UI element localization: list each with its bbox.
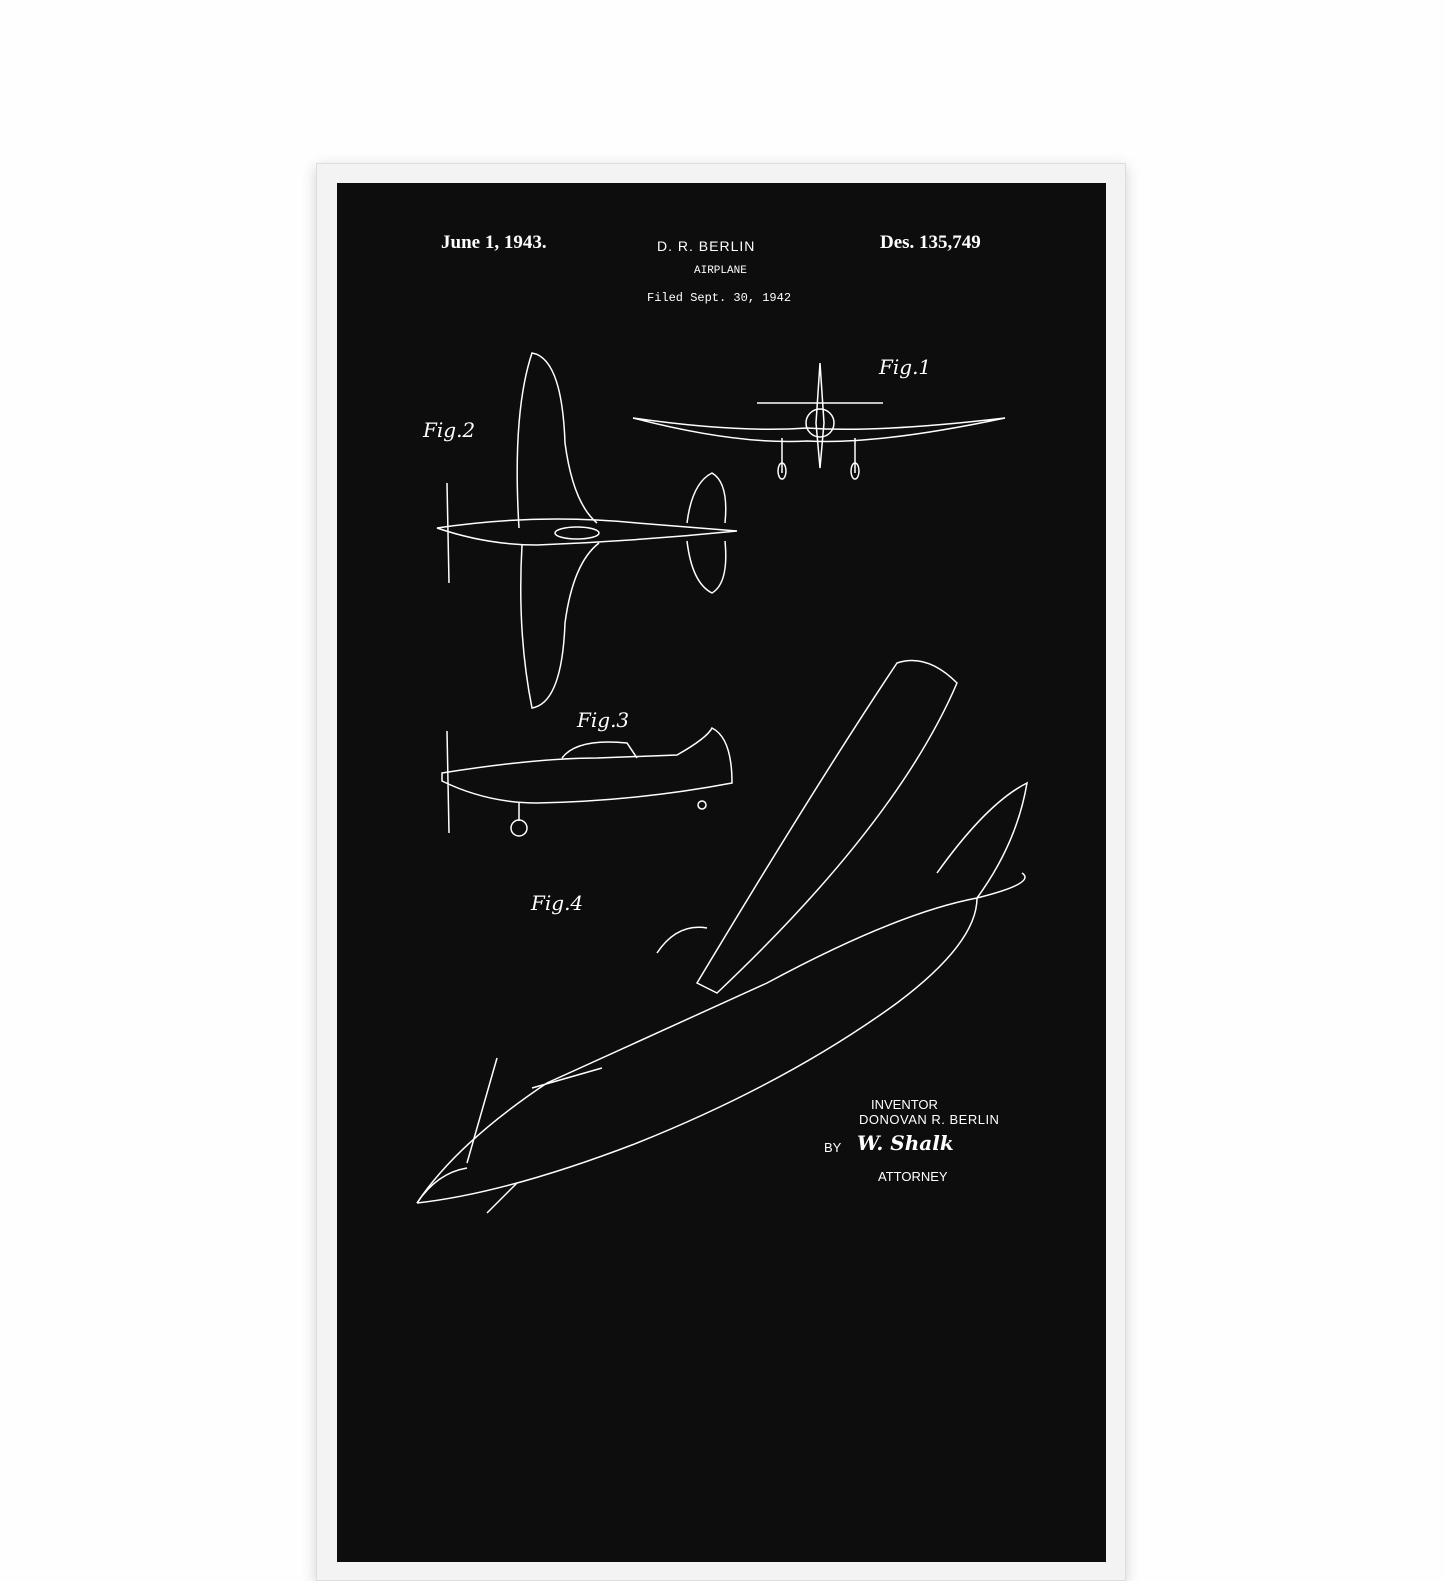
fig-1-label: Fig.1 [879, 355, 932, 379]
inventor-name: DONOVAN R. BERLIN [859, 1112, 1000, 1127]
fig-2-top-view [436, 352, 738, 709]
attorney-signature: W. Shalk [857, 1131, 954, 1155]
fig-1-front-view [632, 362, 1006, 480]
attorney-label: ATTORNEY [878, 1169, 948, 1184]
fig-3-label: Fig.3 [577, 708, 630, 732]
fig-2-label: Fig.2 [423, 418, 476, 442]
patent-poster: June 1, 1943. D. R. BERLIN AIRPLANE File… [337, 183, 1106, 1562]
fig-4-label: Fig.4 [531, 891, 584, 915]
patent-number: Des. 135,749 [880, 232, 981, 253]
filed-date: Filed Sept. 30, 1942 [647, 291, 792, 305]
by-label: BY [824, 1140, 842, 1155]
inventor-label: INVENTOR [871, 1097, 938, 1112]
patent-date: June 1, 1943. [441, 232, 547, 253]
fig-4-perspective-view [416, 659, 1028, 1214]
fig-3-side-view [441, 726, 733, 837]
patent-title: AIRPLANE [694, 265, 747, 277]
inventor-short: D. R. BERLIN [657, 238, 756, 254]
airplane-drawings [416, 352, 1028, 1214]
